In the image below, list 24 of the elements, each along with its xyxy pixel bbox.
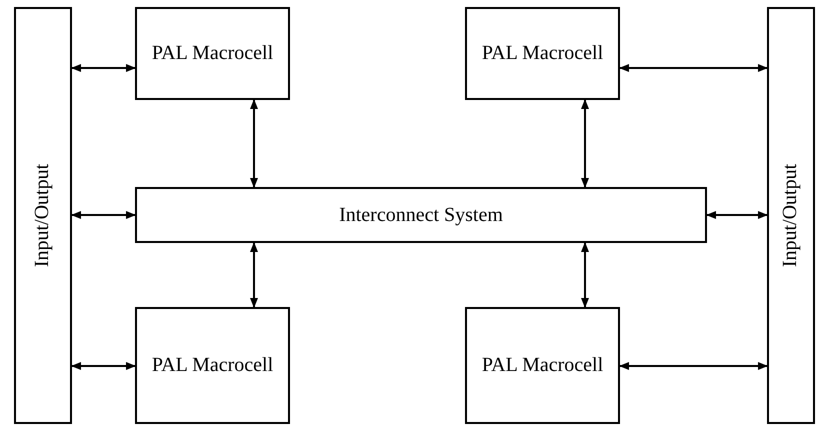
double-arrow <box>250 242 258 308</box>
double-arrow <box>71 64 136 72</box>
io-block <box>767 7 815 424</box>
double-arrow <box>250 99 258 188</box>
io-block <box>14 7 72 424</box>
double-arrow <box>581 242 589 308</box>
block <box>465 307 620 424</box>
block-label: Input/Output <box>32 164 54 268</box>
block-label: Interconnect System <box>339 204 503 226</box>
block-label: PAL Macrocell <box>152 42 274 65</box>
block <box>135 187 707 243</box>
block-label: Input/Output <box>780 164 802 268</box>
double-arrow <box>619 362 768 370</box>
double-arrow <box>706 211 768 219</box>
double-arrow <box>619 64 768 72</box>
block <box>135 307 290 424</box>
block <box>135 7 290 100</box>
double-arrow <box>581 99 589 188</box>
double-arrow <box>71 362 136 370</box>
block-label: PAL Macrocell <box>152 354 274 377</box>
block-label: PAL Macrocell <box>482 354 604 377</box>
block <box>465 7 620 100</box>
double-arrow <box>71 211 136 219</box>
block-label: PAL Macrocell <box>482 42 604 65</box>
